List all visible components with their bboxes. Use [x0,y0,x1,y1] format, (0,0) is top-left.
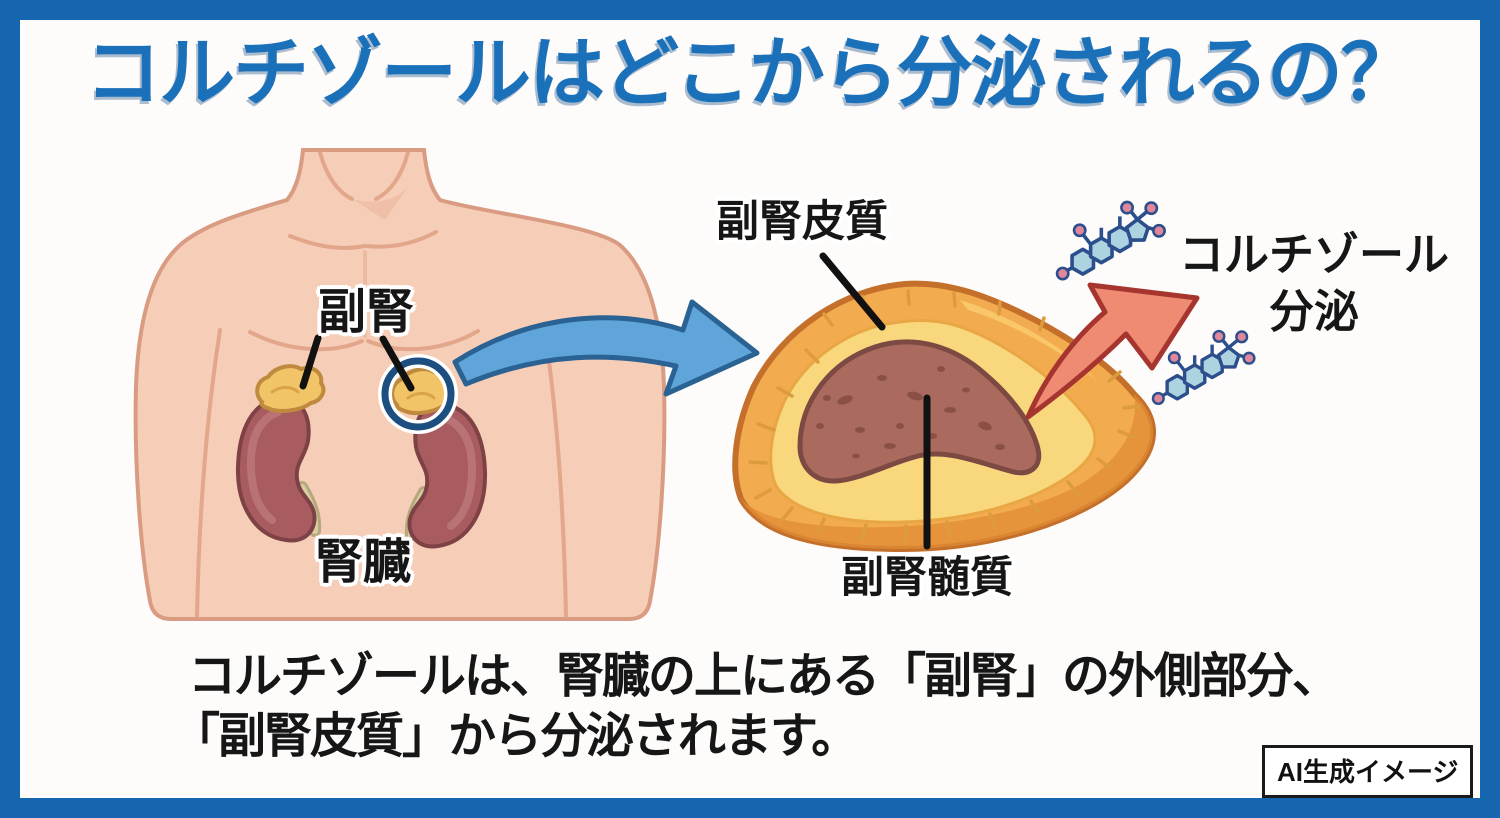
cortex-pointer-line [819,252,886,331]
adrenal-pointer-left [299,334,322,390]
gland-medulla [797,339,1042,484]
adrenal-medulla-label: 副腎髄質 [841,554,1013,602]
clavicle-left [288,234,366,250]
medulla-spots [816,366,1005,459]
adrenal-pointer-right [379,335,415,392]
kidney-right-highlight [441,414,477,530]
arm-seam-right [543,330,568,618]
adrenal-cross-section [732,252,1157,553]
ai-generated-badge: AI生成イメージ [1262,745,1474,798]
adrenal-left-detail [270,386,300,394]
pec-line-left [248,330,364,352]
adrenal-right-detail [406,392,436,400]
cortisol-secretion-line1: コルチゾール [1178,229,1449,280]
gland-capsule-shine [960,300,1098,382]
gland-cortex-striations [748,289,1141,542]
arm-seam-left [195,328,222,618]
cortisol-secretion-line2: 分泌 [1268,286,1359,337]
adrenal-cortex-label: 副腎皮質 [716,198,888,246]
neck-line-left [318,150,354,201]
cortisol-molecule-icon [1055,200,1167,282]
cortisol-secretion-label: コルチゾール 分泌 [1178,226,1450,340]
pec-line-right [366,329,480,352]
neck-shade [352,180,413,220]
neck-line-right [374,150,410,201]
kidney-left-highlight [246,408,282,524]
torso-figure [133,148,667,621]
secretion-arrow-icon [1025,282,1200,420]
kidney-label: 腎臓 [315,536,412,589]
clavicle-right [364,230,438,249]
caption-line2: 「副腎皮質」から分泌されます。 [172,710,859,763]
zoom-arrow-icon [452,299,760,397]
highlight-circle-icon [381,357,455,431]
adrenal-gland-label: 副腎 [318,286,415,339]
gland-capsule-shade [741,394,1154,549]
page-title: コルチゾールはどこから分泌されるの？ [85,31,1417,116]
caption-line1: コルチゾールは、腎臓の上にある「副腎」の外側部分、 [188,650,1340,703]
